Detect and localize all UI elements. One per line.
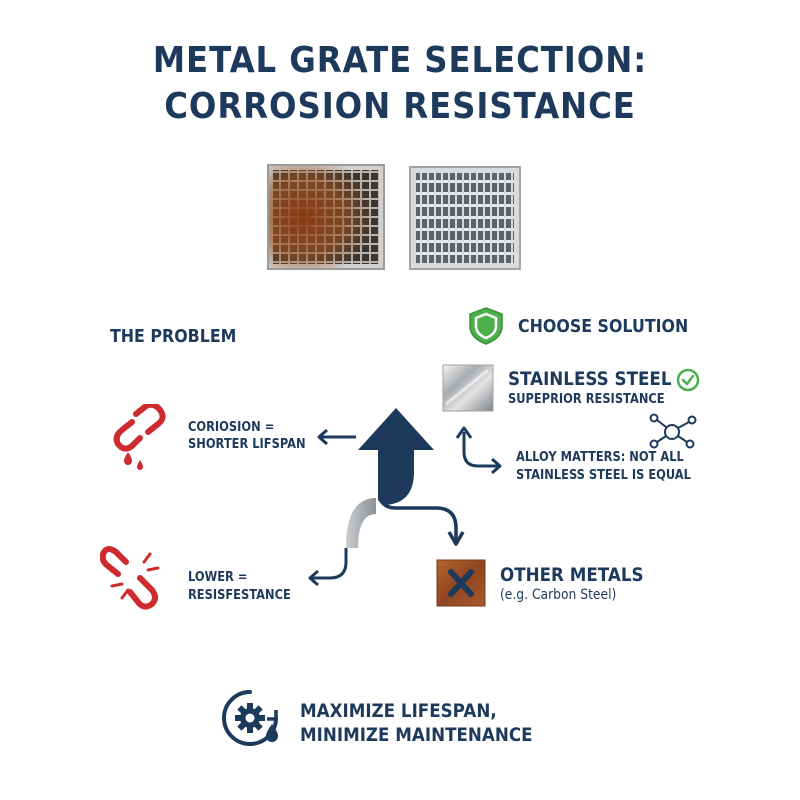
- rusty-grate-image: [267, 164, 385, 270]
- x-mark-icon: [448, 569, 474, 597]
- alloy-line-1: ALLOY MATTERS: NOT ALL: [516, 450, 684, 465]
- page-title-line-2: CORROSION RESISTANCE: [164, 86, 636, 127]
- solution-heading: CHOOSE SOLUTION: [518, 316, 689, 337]
- footer-line-2: MINIMIZE MAINTENANCE: [300, 724, 533, 746]
- other-metals-title: OTHER METALS: [500, 564, 644, 586]
- alloy-line-2: STAINLESS STEEL IS EQUAL: [516, 468, 691, 483]
- rust-tile-x: [436, 559, 486, 607]
- problem-heading: THE PROBLEM: [110, 326, 237, 347]
- broken-chain-drip-icon: [113, 404, 166, 470]
- arrow-to-lower-resistance: [312, 548, 348, 580]
- footer-line-1: MAXIMIZE LIFESPAN,: [300, 700, 497, 722]
- stainless-steel-title: STAINLESS STEEL: [508, 368, 672, 390]
- arrow-to-alloy: [462, 432, 498, 468]
- brushed-steel-swatch: [442, 364, 494, 412]
- stainless-grate-image: [409, 166, 521, 270]
- gear-water-drop-icon: [222, 690, 278, 746]
- lower-resistance-line-1: LOWER =: [188, 570, 248, 585]
- stainless-steel-subtitle: SUPEPRIOR RESISTANCE: [508, 392, 665, 407]
- lower-resistance-line-2: RESISFESTANCE: [188, 588, 291, 603]
- page-title-line-1: METAL GRATE SELECTION:: [152, 40, 648, 81]
- molecule-icon: [649, 413, 697, 449]
- other-metals-subtitle: (e.g. Carbon Steel): [500, 587, 617, 603]
- corrosion-line-1: CORIOSION =: [188, 420, 275, 435]
- corrosion-line-2: SHORTER LIFSPAN: [188, 437, 306, 452]
- gray-curve: [346, 498, 376, 548]
- shield-icon: [469, 307, 503, 345]
- main-up-arrow: [358, 408, 434, 505]
- broken-chain-icon: [100, 546, 160, 610]
- check-circle-icon: [676, 368, 700, 392]
